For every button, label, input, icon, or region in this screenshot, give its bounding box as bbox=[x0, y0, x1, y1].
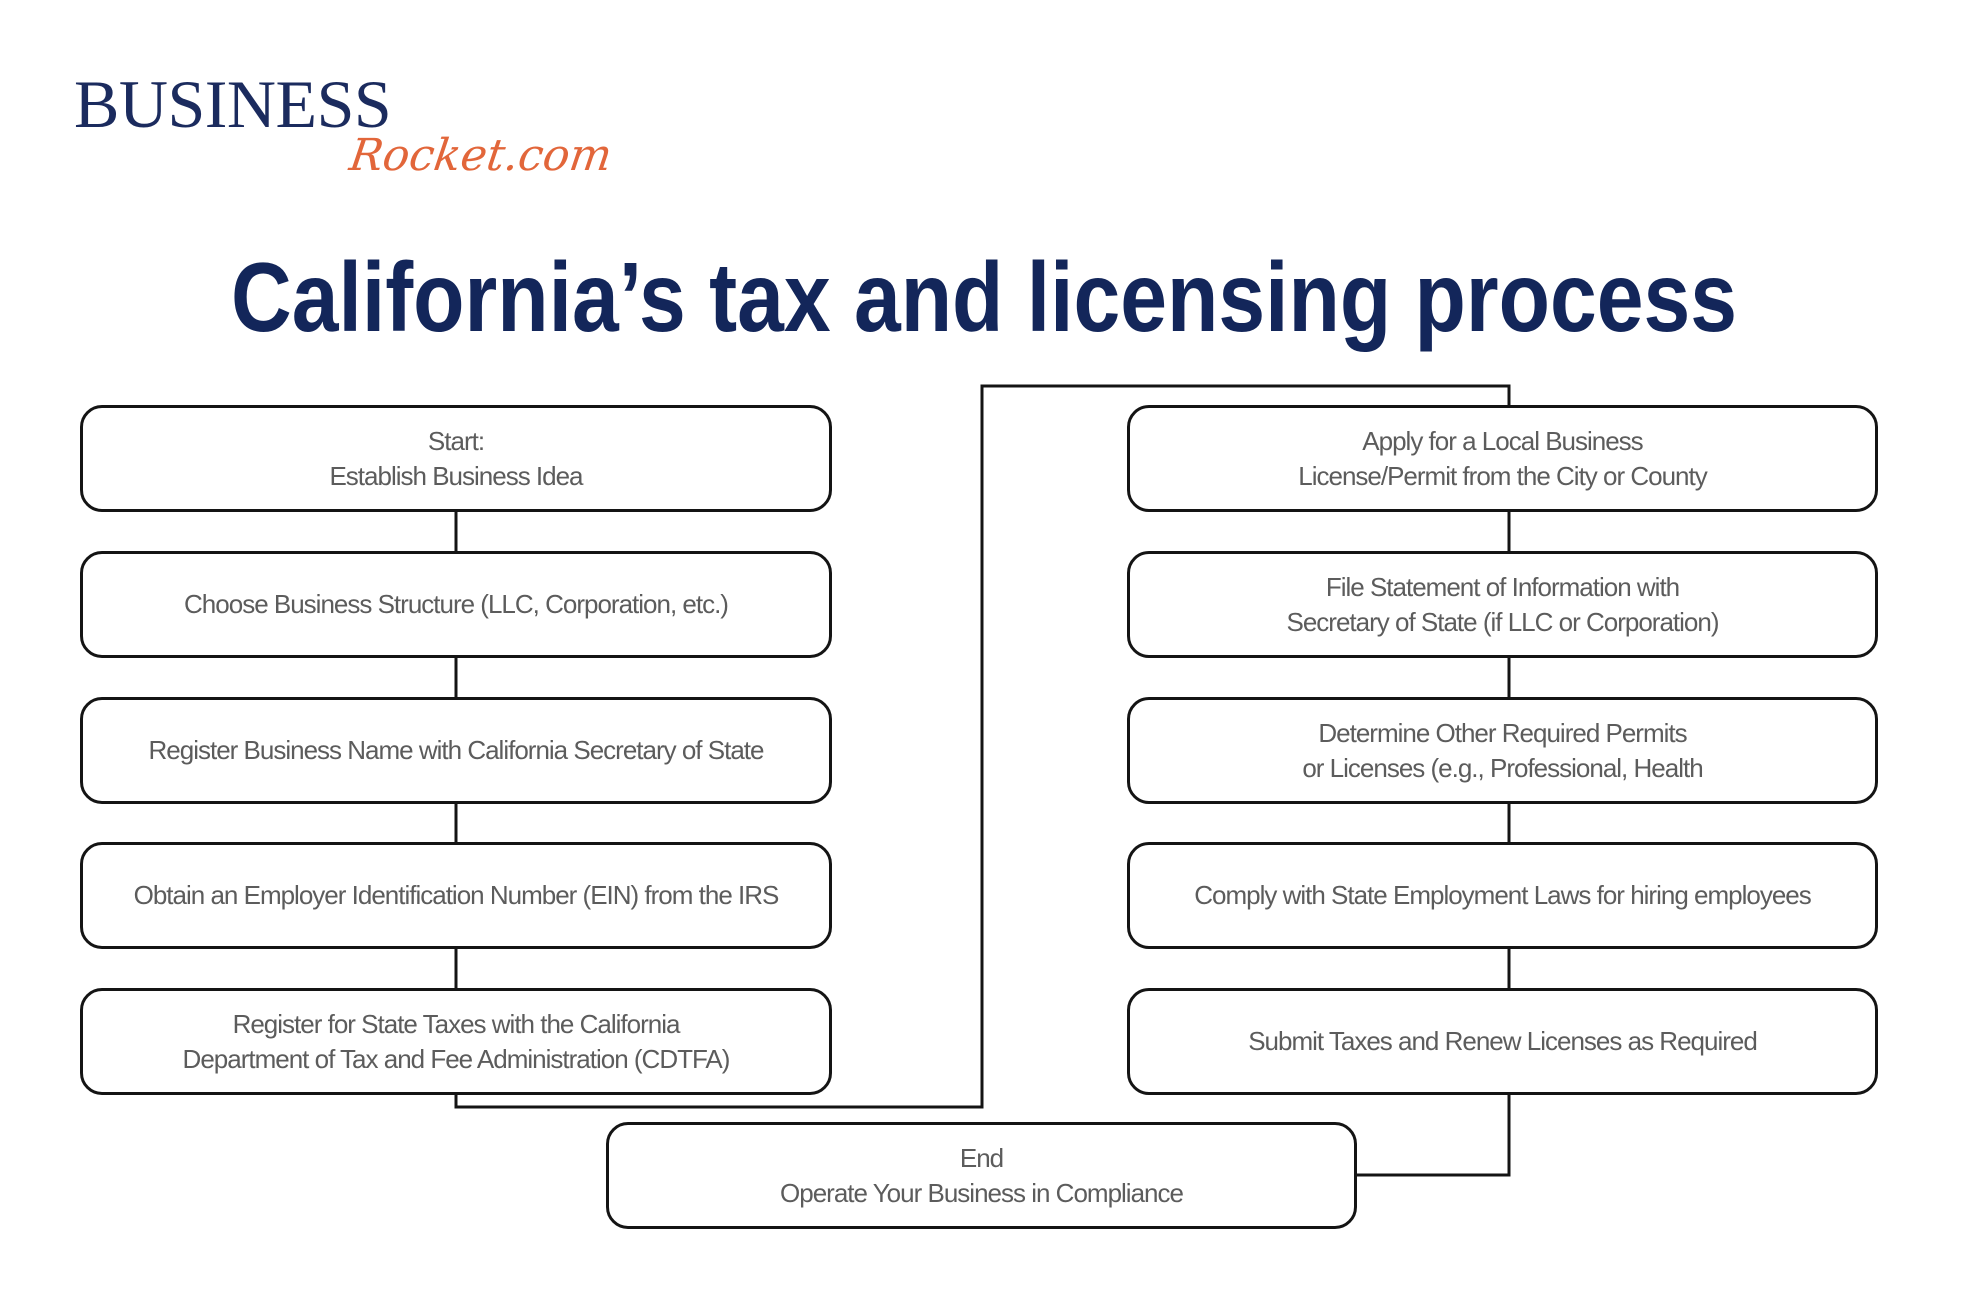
step-start-establish-idea: Start: Establish Business Idea bbox=[80, 405, 832, 512]
page-title: California’s tax and licensing process bbox=[231, 242, 1737, 352]
step-choose-structure: Choose Business Structure (LLC, Corporat… bbox=[80, 551, 832, 658]
step-submit-taxes-renew: Submit Taxes and Renew Licenses as Requi… bbox=[1127, 988, 1878, 1095]
step-statement-of-information: File Statement of Information with Secre… bbox=[1127, 551, 1878, 658]
step-label: or Licenses (e.g., Professional, Health bbox=[1302, 752, 1703, 783]
step-register-state-taxes: Register for State Taxes with the Califo… bbox=[80, 988, 832, 1095]
step-employment-laws: Comply with State Employment Laws for hi… bbox=[1127, 842, 1878, 949]
step-label: Apply for a Local Business bbox=[1362, 425, 1643, 456]
step-label: Secretary of State (if LLC or Corporatio… bbox=[1286, 606, 1720, 637]
step-label: Start: bbox=[427, 425, 485, 456]
step-label: Submit Taxes and Renew Licenses as Requi… bbox=[1248, 1026, 1758, 1056]
step-label: License/Permit from the City or County bbox=[1298, 460, 1707, 491]
step-register-name: Register Business Name with California S… bbox=[80, 697, 832, 804]
page-title-text: California’s tax and licensing process bbox=[231, 242, 1737, 352]
step-label: Register for State Taxes with the Califo… bbox=[232, 1008, 681, 1039]
step-label: Department of Tax and Fee Administration… bbox=[182, 1043, 731, 1074]
step-label: Comply with State Employment Laws for hi… bbox=[1194, 880, 1812, 910]
step-label: Choose Business Structure (LLC, Corporat… bbox=[184, 589, 729, 619]
step-label: Obtain an Employer Identification Number… bbox=[133, 880, 780, 910]
logo-business-text: BUSINESS bbox=[74, 66, 392, 142]
step-label: File Statement of Information with bbox=[1325, 571, 1680, 602]
step-end-operate-in-compliance: End Operate Your Business in Compliance bbox=[606, 1122, 1357, 1229]
step-local-business-license: Apply for a Local Business License/Permi… bbox=[1127, 405, 1878, 512]
step-label: Determine Other Required Permits bbox=[1318, 717, 1687, 748]
connector-right-to-end bbox=[1357, 1095, 1511, 1177]
step-label: Establish Business Idea bbox=[329, 460, 583, 491]
connector-left-to-right bbox=[454, 384, 1511, 1109]
step-label: Operate Your Business in Compliance bbox=[780, 1177, 1184, 1208]
step-obtain-ein: Obtain an Employer Identification Number… bbox=[80, 842, 832, 949]
step-label: Register Business Name with California S… bbox=[148, 735, 765, 765]
step-other-permits: Determine Other Required Permits or Lice… bbox=[1127, 697, 1878, 804]
step-label: End bbox=[959, 1142, 1004, 1173]
